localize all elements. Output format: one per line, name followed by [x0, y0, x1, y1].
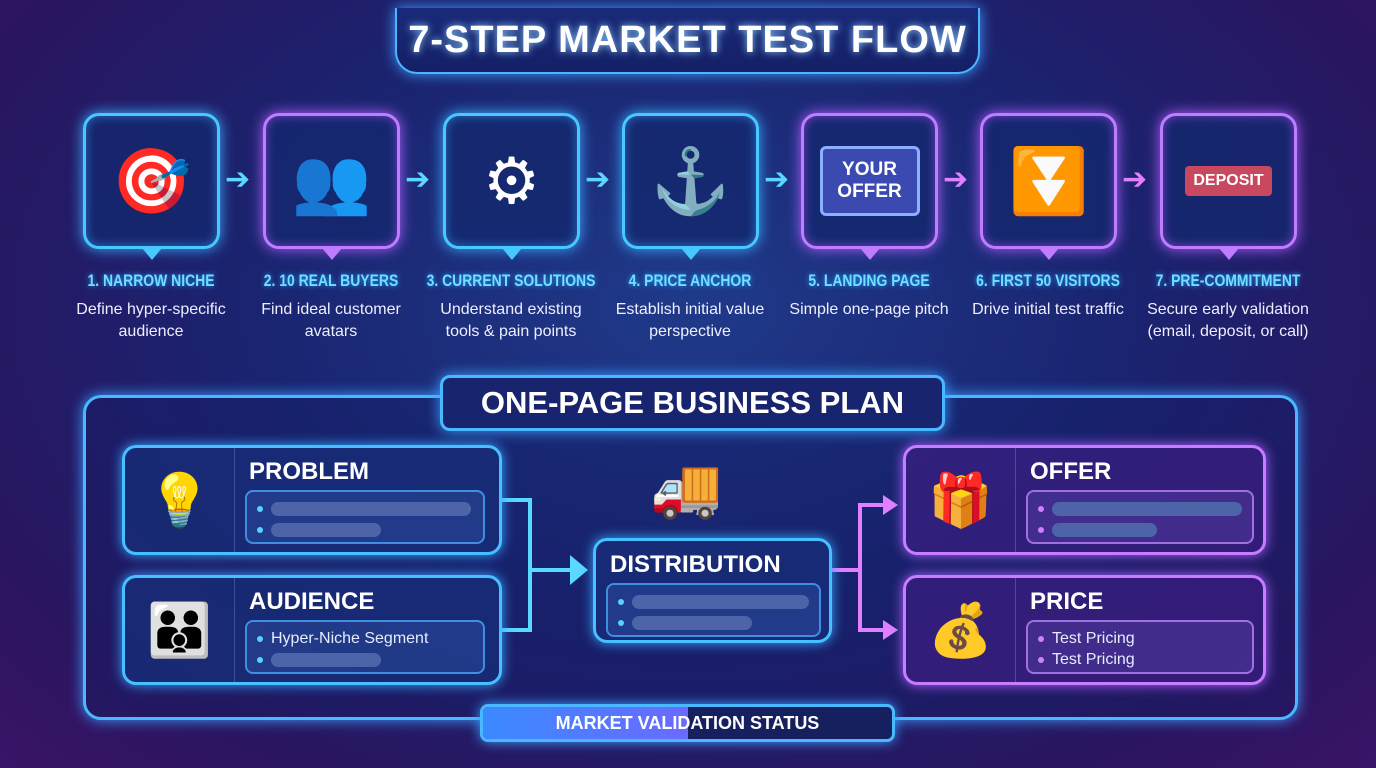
gift-box-icon: 🎁 — [906, 448, 1016, 552]
main-title-plate: 7-STEP MARKET TEST FLOW — [395, 8, 980, 74]
people-dollar-icon: 👥 — [291, 144, 372, 217]
problem-list — [245, 490, 485, 544]
lightbulb-question-icon: 💡 — [125, 448, 235, 552]
placeholder-bar — [632, 615, 752, 630]
price-item: Test Pricing — [1052, 629, 1135, 647]
placeholder-bar — [271, 501, 471, 516]
offer-title: OFFER — [1030, 458, 1112, 485]
main-title: 7-STEP MARKET TEST FLOW — [408, 18, 967, 61]
step-label: 7. PRE-COMMITMENT — [1155, 271, 1301, 290]
target-magnifier-icon: 🎯 — [111, 144, 192, 217]
audience-card: 👪 AUDIENCE Hyper-Niche Segment — [122, 575, 502, 685]
price-tag-coins-icon: 💰 — [906, 578, 1016, 682]
step-card: 👥 — [263, 113, 400, 260]
funnel-gauge-icon: ⏬ — [1008, 144, 1089, 217]
problem-title: PROBLEM — [249, 458, 369, 485]
step-label: 4. PRICE ANCHOR — [628, 271, 752, 290]
placeholder-bar — [632, 594, 809, 609]
step-card: ⏬ — [980, 113, 1117, 260]
step-description: Understand existing tools & pain points — [440, 301, 582, 340]
step-description: Define hyper-specific audience — [76, 301, 226, 340]
arrow-right-icon: ➔ — [585, 163, 611, 196]
price-title: PRICE — [1030, 588, 1104, 615]
arrow-right-icon: ➔ — [405, 163, 431, 196]
audience-list: Hyper-Niche Segment — [245, 620, 485, 674]
price-item: Test Pricing — [1052, 650, 1135, 668]
plan-title: ONE-PAGE BUSINESS PLAN — [440, 375, 945, 431]
step-description: Secure early validation (email, deposit,… — [1147, 301, 1309, 340]
arrow-right-icon: ➔ — [764, 163, 790, 196]
arrow-right-icon: ➔ — [1122, 163, 1148, 196]
delivery-truck-icon: 🚚 — [650, 456, 723, 521]
step-description: Find ideal customer avatars — [261, 301, 401, 340]
step-card: ⚓ — [622, 113, 759, 260]
step-card: ⚙ — [443, 113, 580, 260]
arrow-right-icon: ➔ — [943, 163, 969, 196]
gears-puzzle-icon: ⚙ — [482, 144, 541, 217]
price-card: 💰 PRICE Test Pricing Test Pricing — [903, 575, 1266, 685]
offer-list — [1026, 490, 1254, 544]
market-validation-status-bar: MARKET VALIDATION STATUS — [480, 704, 895, 742]
step-description: Establish initial value perspective — [615, 301, 765, 340]
step-card: YOUR OFFER — [801, 113, 938, 260]
audience-title: AUDIENCE — [249, 588, 375, 615]
arrow-right-icon: ➔ — [225, 163, 251, 196]
monitor-icon: YOUR OFFER — [819, 146, 920, 216]
status-label: MARKET VALIDATION STATUS — [555, 713, 820, 733]
price-tag-anchor-icon: ⚓ — [650, 144, 731, 217]
placeholder-bar — [1052, 501, 1242, 516]
price-list: Test Pricing Test Pricing — [1026, 620, 1254, 674]
step-label: 5. LANDING PAGE — [808, 271, 930, 290]
placeholder-bar — [1052, 522, 1157, 537]
step-card: 🎯 — [83, 113, 220, 260]
distribution-card: DISTRIBUTION — [593, 538, 832, 643]
step-label: 1. NARROW NICHE — [87, 271, 215, 290]
offer-card: 🎁 OFFER — [903, 445, 1266, 555]
distribution-title: DISTRIBUTION — [610, 551, 781, 578]
step-label: 6. FIRST 50 VISITORS — [976, 271, 1120, 290]
step-description: Simple one-page pitch — [789, 301, 949, 318]
distribution-list — [606, 583, 821, 637]
problem-card: 💡 PROBLEM — [122, 445, 502, 555]
audience-target-icon: 👪 — [125, 578, 235, 682]
step-label: 3. CURRENT SOLUTIONS — [426, 271, 596, 290]
step-label: 2. 10 REAL BUYERS — [263, 271, 399, 290]
status-progress-fill — [483, 707, 688, 739]
deposit-signature-icon: DEPOSIT — [1185, 166, 1272, 196]
step-card: DEPOSIT — [1160, 113, 1297, 260]
step-description: Drive initial test traffic — [972, 301, 1124, 318]
placeholder-bar — [271, 522, 381, 537]
placeholder-bar — [271, 652, 381, 667]
audience-item: Hyper-Niche Segment — [271, 629, 429, 647]
